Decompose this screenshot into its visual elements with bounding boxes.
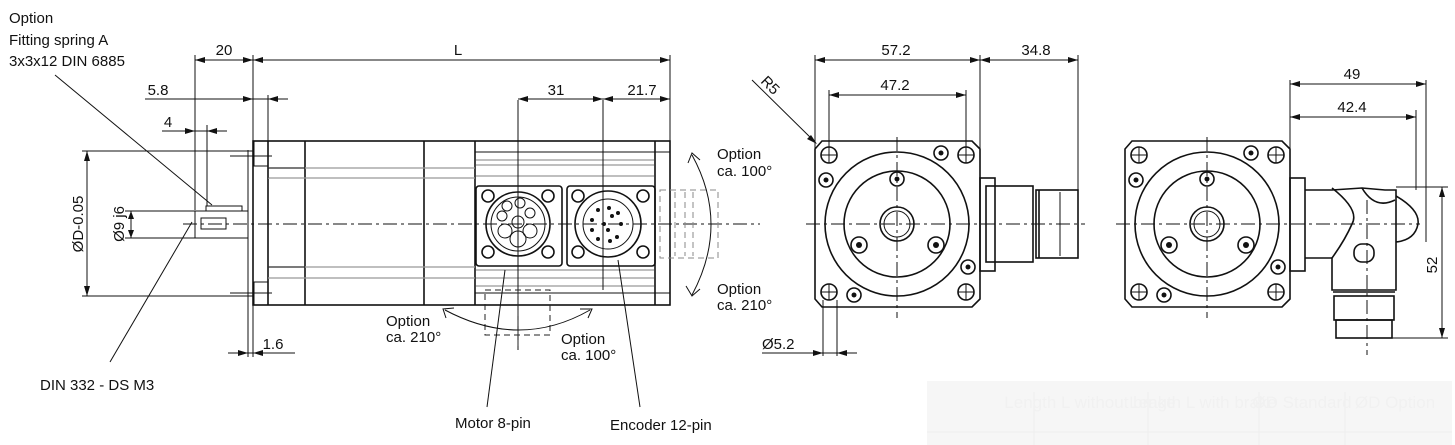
option-right-top-label: Option xyxy=(717,146,761,163)
dim-hole-spacing: 47.2 xyxy=(880,77,909,94)
shaft-key xyxy=(205,205,243,212)
dim-corner-radius: R5 xyxy=(757,73,783,99)
faded-spec-table: Length L without brake Length L with bra… xyxy=(927,381,1452,445)
dim-shaft-length: 20 xyxy=(216,42,233,59)
callout-center-hole: DIN 332 - DS M3 xyxy=(40,377,154,394)
side-view: 20 L 5.8 4 ØD-0.05 Ø9 j6 1 xyxy=(9,10,772,434)
dim-flange-diameter: ØD-0.05 xyxy=(70,196,87,253)
dim-overall-length: L xyxy=(454,42,462,59)
dim-connector-inner: 42.4 xyxy=(1337,99,1366,116)
option-bottom-left-angle: ca. 210° xyxy=(386,329,441,346)
table-header-1: Length L without brake xyxy=(1004,393,1175,412)
flange-square xyxy=(814,140,981,308)
table-header-3: ØD Standard xyxy=(1252,393,1351,412)
table-header-4: ØD Option xyxy=(1355,393,1435,412)
dim-connector-height: 52 xyxy=(1424,257,1441,274)
option-right-top-angle: ca. 100° xyxy=(717,163,772,180)
motor-connector xyxy=(475,185,563,267)
callout-fitting-spring-line3: 3x3x12 DIN 6885 xyxy=(9,53,125,70)
dim-hole-diameter: Ø5.2 xyxy=(762,336,795,353)
callout-motor-connector: Motor 8-pin xyxy=(455,415,531,432)
front-view-angled: 49 42.4 52 xyxy=(1116,66,1448,355)
dim-flange-offset: 5.8 xyxy=(148,82,169,99)
dim-key-offset: 4 xyxy=(164,114,172,131)
option-bottom-right-angle: ca. 100° xyxy=(561,347,616,364)
dim-connector-spacing: 31 xyxy=(548,82,565,99)
dim-connector-end-offset: 21.7 xyxy=(627,82,656,99)
option-right-bottom-angle: ca. 210° xyxy=(717,297,772,314)
dim-connector-protrusion: 34.8 xyxy=(1021,42,1050,59)
motor-body xyxy=(252,140,671,306)
option-right-bottom-label: Option xyxy=(717,281,761,298)
rotation-arc-right xyxy=(691,154,712,296)
callout-fitting-spring-line2: Fitting spring A xyxy=(9,32,108,49)
encoder-connector xyxy=(566,185,656,267)
option-bottom-left-label: Option xyxy=(386,313,430,330)
rotation-arc-bottom xyxy=(444,309,591,331)
table-header-2: Length L with brake xyxy=(1129,393,1277,412)
dim-shaft-diameter: Ø9 j6 xyxy=(111,206,128,242)
callout-encoder-connector: Encoder 12-pin xyxy=(610,417,712,434)
front-view-straight: 57.2 34.8 47.2 R5 Ø5.2 xyxy=(751,42,1085,356)
angled-connector-body xyxy=(1305,187,1397,291)
option-bottom-right-label: Option xyxy=(561,331,605,348)
callout-fitting-spring-line1: Option xyxy=(9,10,53,27)
dim-flange-thickness: 1.6 xyxy=(263,336,284,353)
dim-flange-width: 57.2 xyxy=(881,42,910,59)
dim-connector-outer: 49 xyxy=(1344,66,1361,83)
